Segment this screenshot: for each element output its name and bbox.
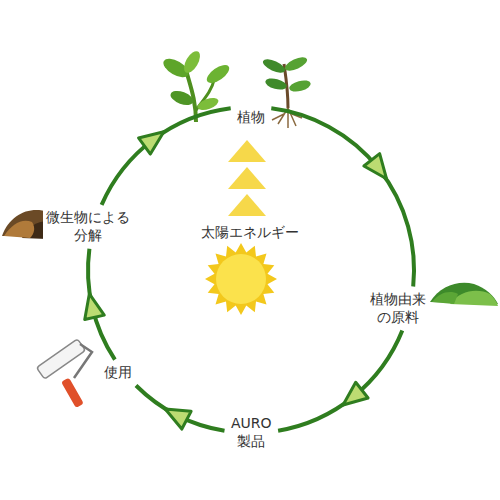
stage-label: AURO 製品 — [231, 415, 272, 450]
arrow-head — [343, 382, 368, 405]
energy-triangle — [228, 194, 266, 216]
sun-rays — [205, 243, 277, 315]
cycle-arc — [278, 331, 402, 431]
cycle-stage: AURO 製品 — [228, 414, 275, 451]
cycle-arc-line — [271, 108, 414, 286]
arrow-head — [85, 294, 105, 320]
cycle-stage: 微生物による 分解 — [43, 208, 133, 245]
center-label: 太陽エネルギー — [201, 224, 299, 242]
cycle-stage: 植物 — [234, 108, 268, 128]
sun-core — [216, 254, 266, 304]
cycle-arc — [271, 108, 414, 286]
cycle-arc-line — [102, 108, 231, 205]
energy-triangle — [228, 140, 266, 162]
cycle-arc-line — [136, 386, 225, 431]
cycle-stage: 使用 — [101, 363, 135, 383]
cycle-arc-line — [278, 331, 402, 431]
plant-material-pile — [430, 283, 498, 306]
stage-label: 植物由来 の原料 — [370, 291, 426, 326]
sun — [205, 243, 277, 315]
energy-triangle — [228, 167, 266, 189]
arrow-head — [165, 409, 191, 429]
stage-label: 植物 — [237, 109, 265, 127]
stage-label: 使用 — [104, 364, 132, 382]
arrow-head — [364, 154, 387, 179]
stage-label: 微生物による 分解 — [46, 209, 130, 244]
cycle-stage: 植物由来 の原料 — [367, 290, 429, 327]
arrow-head — [139, 132, 164, 154]
paint-roller — [37, 339, 92, 408]
cycle-arc — [102, 108, 231, 205]
cycle-arc — [85, 249, 115, 360]
cycle-arc — [136, 386, 225, 431]
